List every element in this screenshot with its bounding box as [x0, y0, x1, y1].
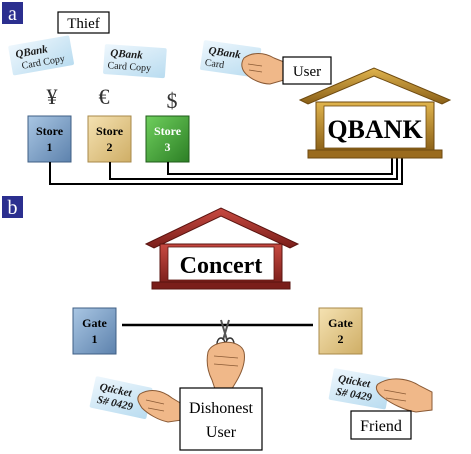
qbank-sign — [323, 105, 427, 149]
connector-store-3 — [167, 158, 393, 175]
euro-icon: € — [99, 84, 110, 109]
panel-a-label-box — [2, 2, 23, 24]
card-copy-2: QBank Card Copy — [103, 44, 167, 79]
qbank-label: QBANK — [327, 115, 423, 144]
store-2-box — [87, 115, 132, 163]
card-copy-1: QBank Card Copy — [8, 35, 74, 76]
concert-roof — [144, 207, 300, 249]
user-label: User — [293, 64, 321, 80]
store-2-number: 2 — [107, 140, 113, 154]
gate-2-number: 2 — [338, 332, 344, 346]
user-card-text: Card — [204, 57, 225, 71]
ticket-1: Qticket S# 0429 — [89, 376, 153, 419]
yen-icon: ¥ — [47, 84, 58, 109]
connector-store-2 — [109, 158, 398, 180]
ticket-2-brand: Qticket — [337, 373, 372, 391]
gate-2-box — [318, 307, 363, 355]
thief-box — [57, 11, 110, 34]
card-copy-2-text: Card Copy — [107, 60, 151, 74]
store-bank-connectors — [49, 158, 403, 185]
store-3-box — [145, 115, 190, 163]
concert-base — [151, 281, 291, 290]
friend-hand-icon — [375, 378, 433, 413]
ticket-1-shape — [89, 376, 153, 419]
qbank-roof — [298, 67, 452, 105]
ticket-2: Qticket S# 0429 — [328, 368, 391, 410]
user-hand-icon — [241, 53, 285, 85]
store-2: Store 2 — [87, 115, 132, 163]
panel-b: b Concert Gate 1 Gate 2 — [2, 196, 433, 451]
friend-box — [350, 410, 412, 440]
ticket-2-shape — [328, 368, 391, 410]
store-1-name: Store — [36, 124, 64, 138]
gate-2-name: Gate — [328, 316, 353, 330]
dishonest-user-label-line-2: User — [206, 424, 237, 441]
store-3-name: Store — [154, 124, 182, 138]
panel-b-label-box — [2, 196, 23, 218]
dishonest-user-label-line-1: Dishonest — [189, 400, 254, 417]
gate-1: Gate 1 — [72, 307, 117, 355]
dollar-icon: $ — [167, 88, 178, 113]
dishonest-user-hand-icon — [206, 341, 245, 393]
store-1-number: 1 — [47, 140, 53, 154]
store-1-box — [27, 115, 72, 163]
gate-1-box — [72, 307, 117, 355]
card-copy-1-brand: QBank — [15, 43, 49, 61]
store-1: Store 1 — [27, 115, 72, 163]
card-copy-1-shape — [8, 35, 74, 76]
panel-b-label: b — [8, 197, 18, 219]
panel-a-label: a — [8, 3, 17, 25]
connector-store-1 — [49, 158, 403, 185]
user-card-brand: QBank — [208, 45, 242, 61]
gate-1-number: 1 — [92, 332, 98, 346]
qbank-base — [307, 149, 443, 159]
card-copy-2-brand: QBank — [110, 47, 144, 61]
panel-a: a Thief QBank Card Copy QBank Card Copy … — [2, 2, 452, 185]
dishonest-user-box — [179, 387, 263, 451]
concert-label: Concert — [180, 253, 263, 279]
gate-1-name: Gate — [82, 316, 107, 330]
friend-label: Friend — [360, 418, 402, 435]
card-copy-2-shape — [103, 44, 167, 79]
thief-label: Thief — [67, 16, 99, 32]
store-2-name: Store — [96, 124, 124, 138]
concert-building: Concert — [144, 207, 300, 290]
concert-sign — [167, 246, 275, 281]
gate-2: Gate 2 — [318, 307, 363, 355]
user-box — [282, 56, 332, 85]
qbank-building: QBANK — [298, 67, 452, 159]
store-3-number: 3 — [165, 140, 171, 154]
store-3: Store 3 — [145, 115, 190, 163]
dishonest-user-ticket-hand-icon — [137, 390, 183, 423]
